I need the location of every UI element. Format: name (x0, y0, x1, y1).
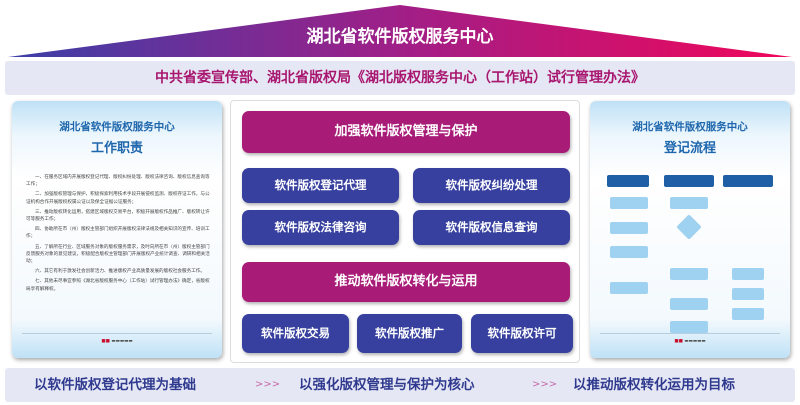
header-roof (8, 5, 792, 57)
goals-banner: 以软件版权登记代理为基础 >>> 以强化版权管理与保护为核心 >>> 以推动版权… (5, 368, 795, 402)
service-legal-consulting[interactable]: 软件版权法律咨询 (242, 210, 399, 245)
divider (22, 333, 212, 334)
service-registration-agency[interactable]: 软件版权登记代理 (242, 168, 399, 203)
duty-item: 七、其他未尽事宜参照《湖北省版权服务中心（工作站）试行管理办法》确定，省版权局享… (26, 279, 210, 292)
duty-item: 六、其它有利于激发社会创新活力、推进版权产业高质量发展的版权社会服务工作。 (35, 269, 205, 275)
duty-item: 一、在服务区域内开展版权登记代理、版权纠纷处理、版权法律咨询、版权信息查询等工作… (26, 175, 210, 188)
service-trade[interactable]: 软件版权交易 (242, 314, 349, 353)
goal-target: 以推动版权转化运用为目标 (573, 377, 735, 393)
service-dispute-handling[interactable]: 软件版权纠纷处理 (413, 168, 570, 203)
duty-item: 三、推动版权转化运用，搭建区域版权交易平台，积极开展版权作品推广、版权转让许可等… (26, 209, 210, 223)
poster-title: 湖北省软件版权服务中心 (59, 121, 175, 133)
duty-item: 四、协助所在市（州）版权主管部门组织开展版权法律法规及相关知识的宣传、培训工作； (26, 227, 210, 240)
page-title: 湖北省软件版权服务中心 (306, 27, 494, 47)
duty-item: 二、加强版权管理与保护，积极探索利用技术手段开展侵权监测、版权存证工作，与公证机… (26, 192, 210, 205)
flowchart (590, 101, 790, 358)
poster-subtitle: 登记流程 (663, 141, 716, 156)
subtitle-banner: 中共省委宣传部、湖北省版权局《湖北版权服务中心（工作站）试行管理办法》 (5, 61, 795, 95)
arrow-icon: >>> (255, 379, 281, 390)
logo-icon: ■■ ▬▬▬▬▬ (101, 339, 133, 344)
service-licensing[interactable]: 软件版权许可 (471, 314, 573, 353)
logo-icon: ■■ ▬▬▬▬▬ (674, 339, 706, 344)
poster-title: 湖北省软件版权服务中心 (632, 121, 748, 133)
section-transformation-use[interactable]: 推动软件版权转化与运用 (242, 262, 570, 302)
duties-poster: 湖北省软件版权服务中心 工作职责 一、在服务区域内开展版权登记代理、版权纠纷处理… (12, 101, 222, 358)
goal-foundation: 以软件版权登记代理为基础 (34, 377, 196, 393)
divider (600, 333, 780, 334)
poster-subtitle: 工作职责 (90, 141, 143, 156)
section-management-protection[interactable]: 加强软件版权管理与保护 (242, 111, 570, 153)
service-promotion[interactable]: 软件版权推广 (357, 314, 462, 353)
goal-core: 以强化版权管理与保护为核心 (299, 377, 475, 393)
process-poster: 湖北省软件版权服务中心 登记流程 ■■ ▬▬▬▬▬ (590, 101, 790, 358)
duty-item: 五、了解所在行业、区域服务对象的版权服务需求，及时向所在市（州）版权主管部门反馈… (26, 244, 210, 265)
service-info-query[interactable]: 软件版权信息查询 (413, 210, 570, 245)
arrow-icon: >>> (532, 379, 558, 390)
